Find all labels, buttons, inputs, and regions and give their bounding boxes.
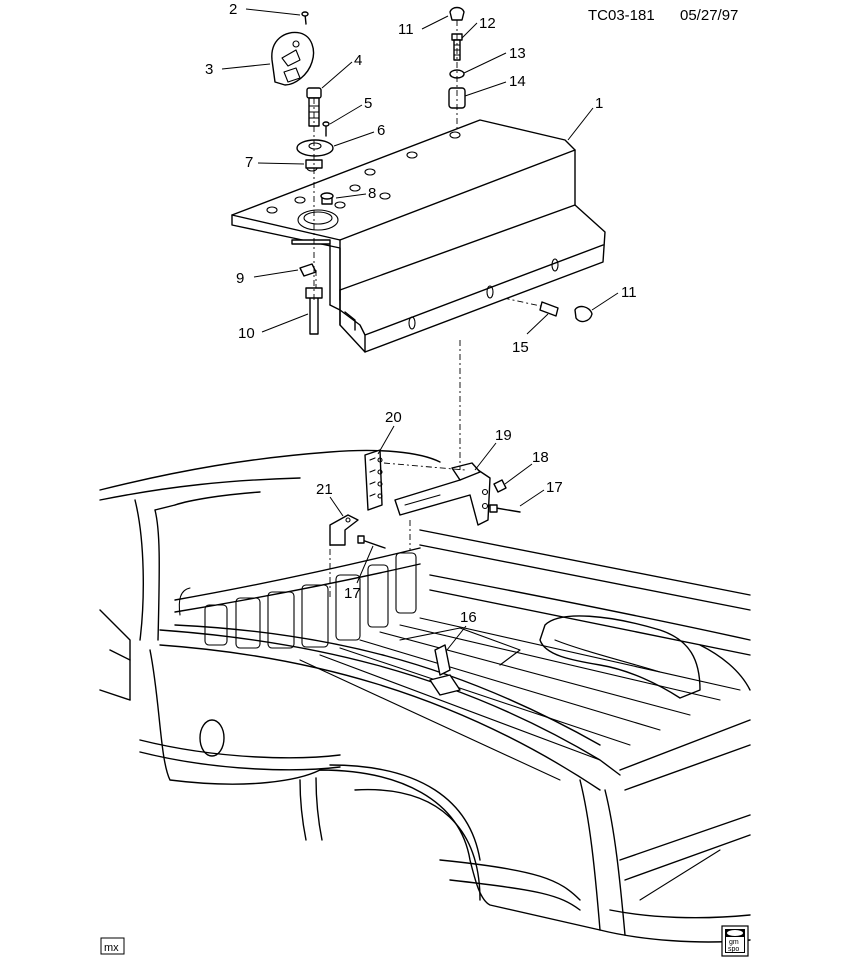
footer-left-tag: mx xyxy=(100,937,125,955)
mx-label: mx xyxy=(104,942,119,954)
callout-2: 2 xyxy=(229,1,237,18)
callout-3: 3 xyxy=(205,61,213,78)
callout-numbers: 2 3 4 5 6 7 8 9 10 11 12 13 14 1 11 15 2… xyxy=(205,1,637,626)
bracket-assembly xyxy=(315,270,546,696)
callout-21: 21 xyxy=(316,481,333,498)
gm-logo-top: gm xyxy=(729,939,739,946)
callout-17-right: 17 xyxy=(546,479,563,496)
callout-17-left: 17 xyxy=(344,585,361,602)
callout-6: 6 xyxy=(377,122,385,139)
callout-5: 5 xyxy=(364,95,372,112)
callout-16: 16 xyxy=(460,609,477,626)
callout-13: 13 xyxy=(509,45,526,62)
callout-1: 1 xyxy=(595,95,603,112)
callout-4: 4 xyxy=(354,52,362,69)
small-parts xyxy=(271,6,593,335)
truck-bed xyxy=(99,449,751,943)
callout-12: 12 xyxy=(479,15,496,32)
callout-18: 18 xyxy=(532,449,549,466)
gm-logo-bottom: spo xyxy=(728,946,739,953)
diagram-date: 05/27/97 xyxy=(680,7,738,24)
callout-11-top: 11 xyxy=(398,21,414,38)
callout-19: 19 xyxy=(495,427,512,444)
callout-10: 10 xyxy=(238,325,255,342)
callout-8: 8 xyxy=(368,185,376,202)
gmspo-logo: gm spo xyxy=(721,925,749,957)
callout-20: 20 xyxy=(385,409,402,426)
diagram-code: TC03-181 xyxy=(588,7,655,24)
callout-7: 7 xyxy=(245,154,253,171)
callout-14: 14 xyxy=(509,73,526,90)
callout-11-side: 11 xyxy=(621,284,637,301)
storage-box xyxy=(231,119,606,353)
callout-leaders xyxy=(221,8,619,651)
callout-15: 15 xyxy=(512,339,529,356)
callout-9: 9 xyxy=(236,270,244,287)
